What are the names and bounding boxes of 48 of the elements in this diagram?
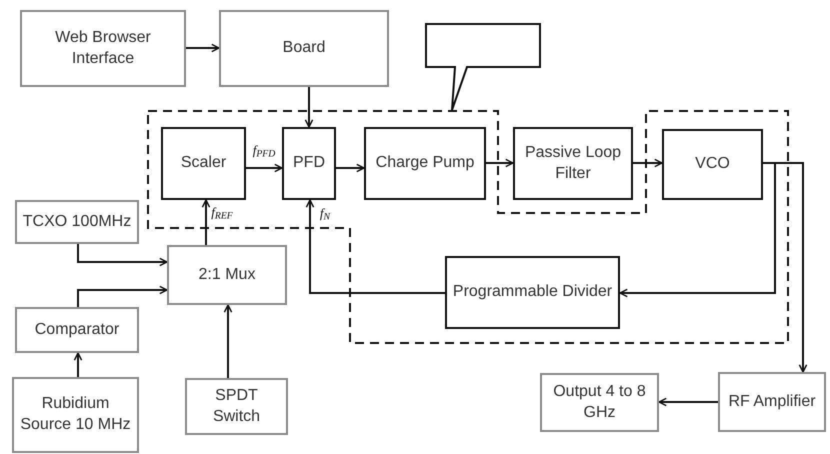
arrow [306, 199, 445, 294]
box-label: Programmable Divider [452, 282, 614, 302]
process-box [445, 256, 620, 329]
process-box [161, 127, 246, 200]
box-label: Board [282, 38, 326, 58]
edge-label: f$_{REF}$ [210, 206, 234, 218]
process-box [718, 372, 826, 432]
box-label: PFD [292, 153, 326, 174]
arrow [336, 164, 365, 172]
process-box [20, 10, 186, 87]
box-label: TCXO 100MHz [22, 212, 132, 232]
arrow [77, 286, 168, 307]
arrow [633, 158, 663, 168]
arrow [619, 162, 776, 298]
box-label: Output 4 to 8 GHz [552, 382, 647, 422]
process-box [364, 127, 486, 200]
edge-label: f$_{N}$ [318, 206, 332, 220]
arrow [304, 87, 314, 128]
arrow [202, 199, 210, 245]
arrow [186, 44, 220, 52]
box-label: SPDT Switch [212, 386, 262, 426]
box-label: Rubidium Source 10 MHz [19, 394, 132, 435]
process-box [185, 378, 288, 435]
box-label: RF Amplifier [727, 392, 817, 412]
box-label: Charge Pump [374, 153, 476, 174]
process-box [15, 200, 139, 244]
arrow [224, 304, 232, 378]
edge-label: f$_{PFD}$ [252, 144, 276, 156]
box-label: Scaler [180, 153, 228, 174]
arrow [246, 164, 283, 172]
arrow [74, 352, 82, 377]
process-box [540, 373, 659, 432]
process-box [513, 127, 633, 200]
box-label: Web Browser Interface [54, 28, 152, 68]
process-box [15, 307, 139, 353]
arrow [658, 398, 718, 406]
box-label: Comparator [34, 320, 120, 340]
process-box [167, 245, 287, 305]
process-box [282, 127, 336, 200]
arrow [486, 158, 514, 168]
callout-shape [425, 23, 541, 111]
arrow [77, 244, 168, 266]
box-label: 2:1 Mux [198, 264, 256, 285]
box-label: VCO [694, 154, 731, 174]
process-box [219, 10, 389, 87]
process-box [662, 129, 763, 200]
process-box [12, 377, 139, 453]
box-label: Passive Loop Filter [524, 142, 622, 184]
